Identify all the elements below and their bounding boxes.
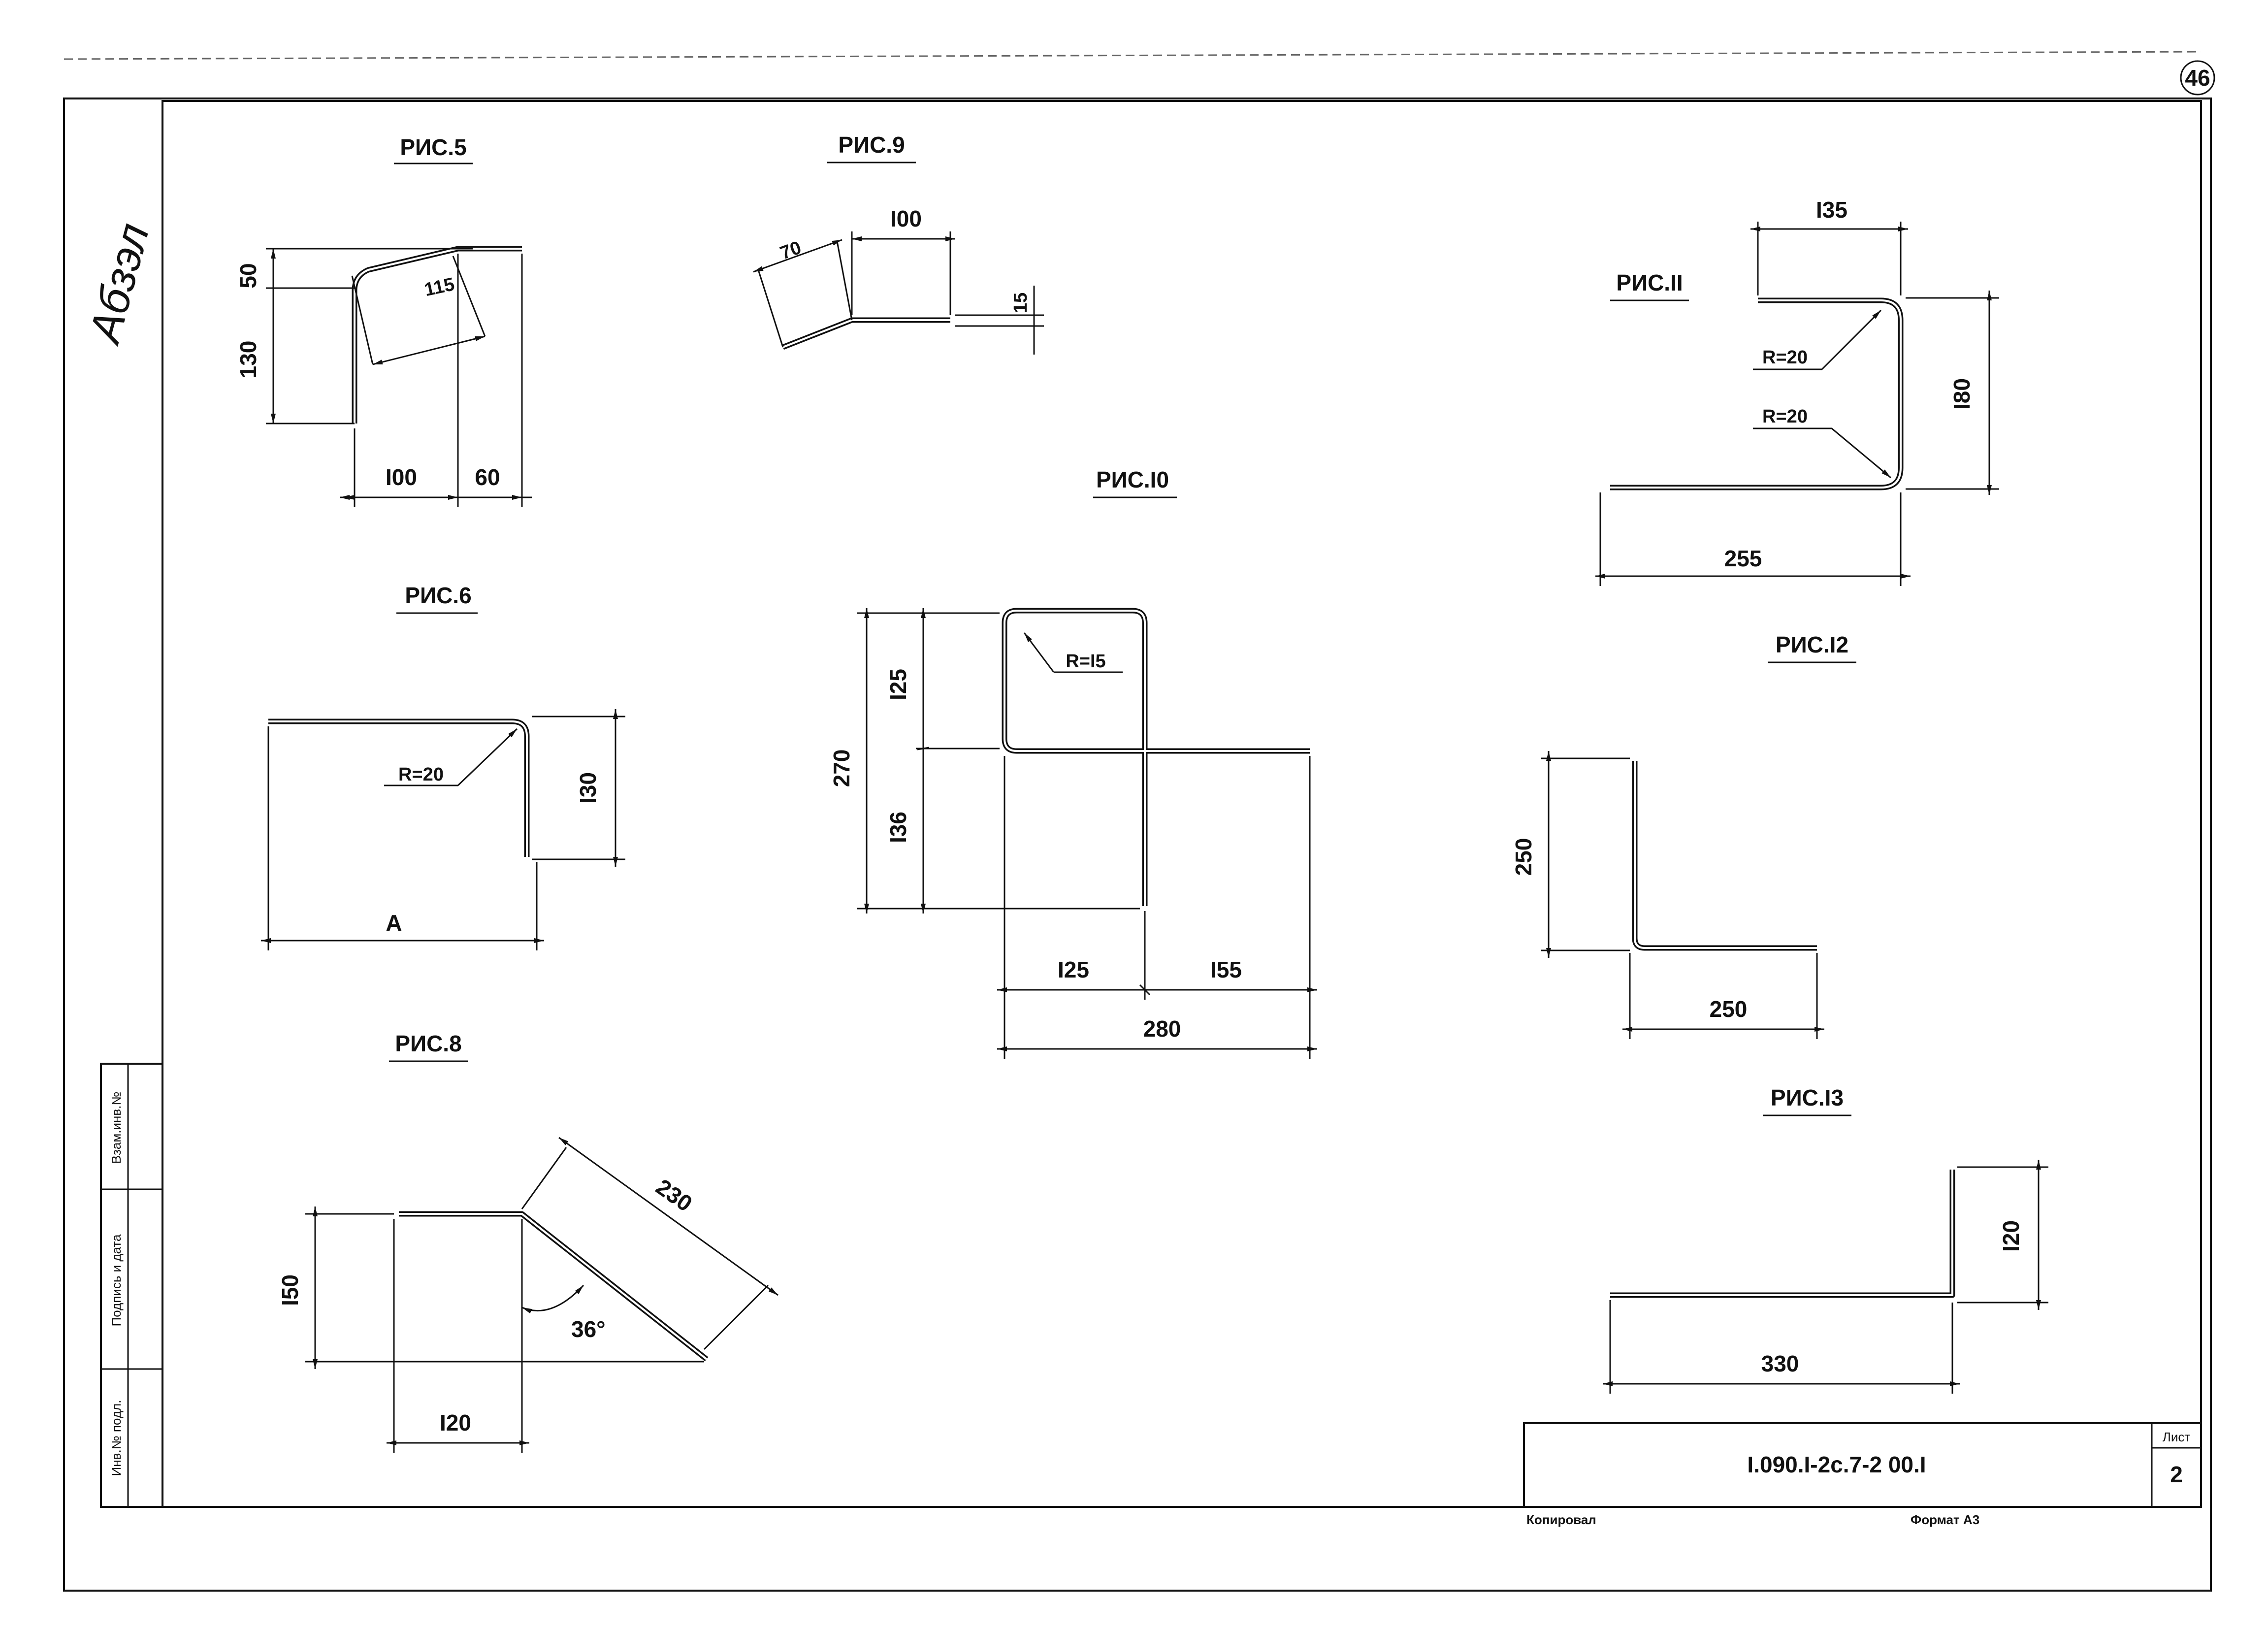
figure-13: РИС.I3 I20 330 — [1603, 1085, 2048, 1394]
figure-10: РИС.I0 R=I5 270 I25 I36 I25 I55 280 — [829, 467, 1317, 1059]
stamp-replace-label: Взам.инв.№ — [109, 1092, 124, 1164]
sheet-number: 46 — [2180, 60, 2215, 96]
fig6-bar — [268, 718, 530, 857]
fig9-dim-15: 15 — [1010, 293, 1031, 313]
handwritten-note: Абзэл — [79, 218, 159, 350]
figure-8: РИС.8 230 I50 36° I20 — [277, 1031, 778, 1453]
fig5-dim-50: 50 — [235, 263, 261, 288]
title-block: I.090.I-2с.7-2 00.I Лист 2 — [1523, 1422, 2202, 1508]
fig10-dim-155: I55 — [1210, 957, 1242, 982]
fig9-dim-70: 70 — [778, 237, 804, 264]
figure-11: РИС.II I35 R=20 R=20 I80 255 — [1595, 197, 1999, 586]
fig13-dim-120: I20 — [1998, 1220, 2024, 1252]
fig5-dim-115: 115 — [422, 274, 456, 300]
fig13-bar — [1610, 1170, 1955, 1298]
inner-frame — [162, 100, 2202, 1508]
fig12-dim-250-v: 250 — [1511, 838, 1536, 876]
fig11-dim-255: 255 — [1724, 546, 1762, 571]
fig10-r15: R=I5 — [1066, 651, 1105, 672]
fig8-title: РИС.8 — [395, 1031, 461, 1056]
fig5-bar — [352, 246, 522, 424]
fig13-title: РИС.I3 — [1771, 1085, 1844, 1110]
fig11-title: РИС.II — [1616, 270, 1683, 295]
fig6-title: РИС.6 — [405, 583, 471, 608]
fig12-title: РИС.I2 — [1776, 632, 1848, 657]
fig12-dim-250-h: 250 — [1710, 996, 1748, 1022]
fig8-bar — [399, 1211, 709, 1362]
sheet-value: 2 — [2170, 1462, 2183, 1487]
stamp-signature-label: Подпись и дата — [109, 1234, 124, 1327]
fig5-dim-130: 130 — [235, 341, 261, 379]
fig10-dim-125-h: I25 — [1058, 957, 1089, 982]
fig11-dim-180: I80 — [1949, 378, 1975, 410]
figure-5: РИС.5 50 130 115 I00 60 — [235, 134, 532, 507]
fig6-dim-a: A — [386, 910, 402, 936]
fig11-bar — [1610, 297, 1904, 490]
fig12-bar — [1632, 761, 1817, 951]
fig9-dim-100: I00 — [890, 206, 922, 231]
fig11-r20-bottom: R=20 — [1762, 406, 1808, 427]
fig11-r20-top: R=20 — [1762, 347, 1808, 368]
fig8-dim-120: I20 — [440, 1410, 471, 1435]
left-stamp: Инв.№ подл. Подпись и дата Взам.инв.№ — [100, 1063, 163, 1508]
fig6-r20: R=20 — [398, 764, 444, 785]
fig10-dim-280: 280 — [1143, 1016, 1181, 1042]
fig5-title: РИС.5 — [400, 134, 466, 160]
fig8-dim-230: 230 — [651, 1174, 697, 1217]
stamp-inv-label: Инв.№ подл. — [109, 1400, 124, 1476]
top-cut-line — [64, 51, 2202, 60]
fig11-dim-135: I35 — [1816, 197, 1847, 223]
svg-text:46: 46 — [2185, 65, 2210, 91]
footer-copied: Копировал — [1526, 1512, 1596, 1527]
fig8-dim-150: I50 — [277, 1274, 303, 1306]
figure-12: РИС.I2 250 250 — [1511, 632, 1856, 1039]
fig10-bar — [1002, 608, 1310, 906]
footer-format: Формат А3 — [1911, 1512, 1979, 1527]
fig6-dim-130: I30 — [575, 772, 601, 804]
fig13-dim-330: 330 — [1761, 1351, 1799, 1376]
fig9-bar — [781, 317, 950, 350]
figure-9: РИС.9 70 I00 15 — [753, 132, 1044, 355]
document-code: I.090.I-2с.7-2 00.I — [1747, 1452, 1926, 1477]
fig10-dim-270: 270 — [829, 750, 854, 787]
outer-frame — [63, 98, 2212, 1592]
fig10-dim-136: I36 — [885, 812, 911, 843]
fig5-dim-100: I00 — [386, 464, 417, 490]
fig10-dim-125-v: I25 — [885, 669, 911, 700]
sheet-label: Лист — [2163, 1430, 2191, 1444]
fig10-title: РИС.I0 — [1096, 467, 1169, 492]
fig5-dim-60: 60 — [475, 464, 500, 490]
fig8-angle: 36° — [571, 1316, 606, 1342]
figure-6: РИС.6 R=20 I30 A — [261, 583, 625, 950]
fig9-title: РИС.9 — [838, 132, 905, 158]
